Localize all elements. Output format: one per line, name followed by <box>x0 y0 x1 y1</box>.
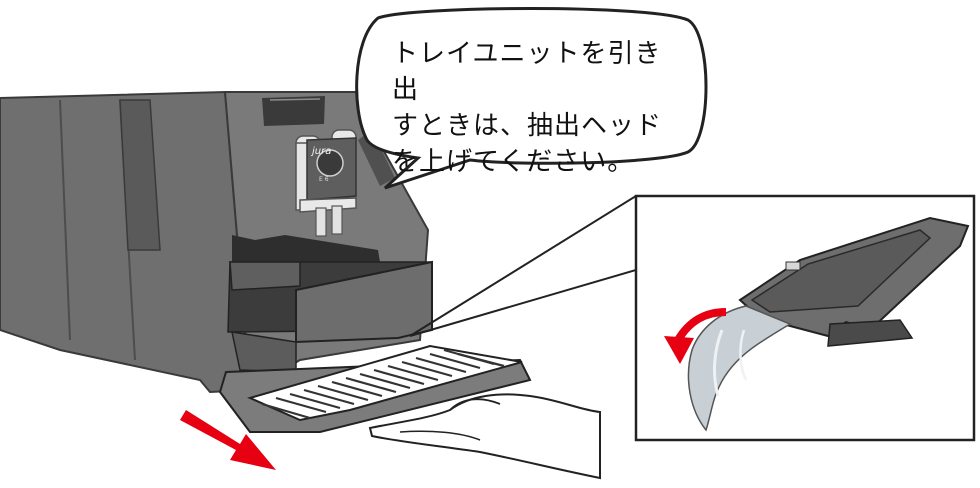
drip-grid <box>261 348 505 420</box>
speech-bubble <box>355 7 708 190</box>
hand <box>368 393 601 480</box>
model-label: E 6 <box>319 176 329 183</box>
brand-badge <box>316 149 344 177</box>
coffee-spout <box>295 129 357 237</box>
brand-logo: jura <box>312 146 332 157</box>
coffee-machine <box>0 90 430 394</box>
drip-tray-unit <box>218 260 532 433</box>
curved-arrow-icon <box>664 308 727 364</box>
detail-inset <box>634 194 976 442</box>
callout-text: トレイユニットを引き出 すときは、抽出ヘッド を上げてください。 <box>392 39 663 177</box>
arrow-down-right-icon <box>180 410 276 470</box>
water-stream <box>687 305 792 432</box>
